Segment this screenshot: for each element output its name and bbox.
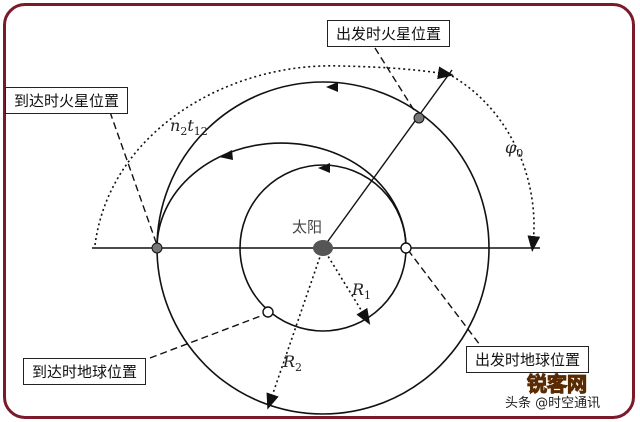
- orbit-arrow-transfer: [219, 150, 233, 160]
- leader-mars-departure: [374, 47, 418, 116]
- watermark-text: 头条 @时空通讯: [505, 396, 601, 411]
- label-mars-arrival: 到达时火星位置: [5, 87, 129, 114]
- r1-line: [322, 247, 371, 325]
- label-earth-arrival: 到达时地球位置: [23, 358, 147, 385]
- leader-earth-arrival: [149, 313, 267, 359]
- n2t12-label: n2t12: [170, 116, 208, 139]
- r2-line: [266, 247, 324, 410]
- r2-label: R2: [283, 352, 303, 375]
- mars-departure-point: [413, 112, 425, 124]
- sun-mars-line: [322, 69, 453, 249]
- phi0-label: φ0: [505, 138, 524, 161]
- label-earth-departure: 出发时地球位置: [466, 346, 590, 373]
- watermark: 锐客网 头条 @时空通讯: [505, 373, 625, 413]
- mars-arrival-point: [151, 242, 163, 254]
- orbit-arrow-outer: [326, 82, 338, 92]
- leader-earth-departure: [407, 249, 481, 346]
- earth-departure-point: [400, 242, 412, 254]
- n2t12-arc: [94, 65, 454, 246]
- sun-label: 太阳: [292, 218, 323, 236]
- r1-label: R1: [352, 280, 372, 303]
- orbit-arrow-inner: [318, 163, 330, 173]
- watermark-logo: 锐客网: [527, 372, 588, 396]
- label-mars-departure: 出发时火星位置: [327, 20, 451, 47]
- leader-mars-arrival: [109, 111, 158, 246]
- earth-arrival-point: [262, 306, 274, 318]
- sun: [313, 240, 333, 256]
- transfer-orbit: [156, 142, 407, 249]
